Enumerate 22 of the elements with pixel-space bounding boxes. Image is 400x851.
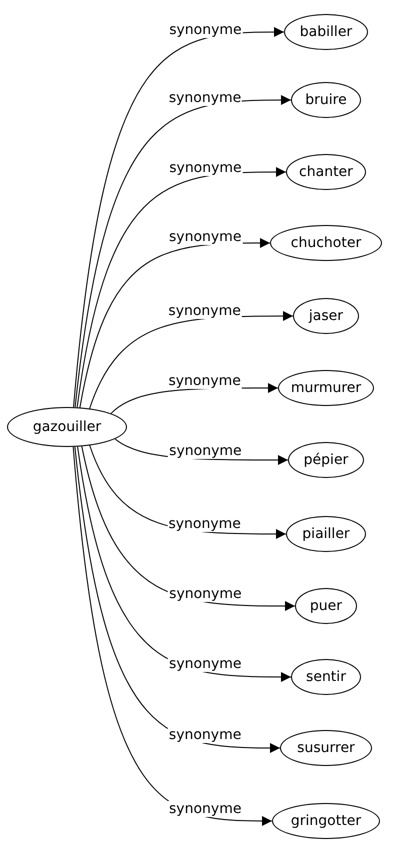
edge-label: synonyme [168,800,242,817]
arrow [74,95,292,408]
ellipse-node: babiller [284,14,368,50]
edge-label: synonyme [168,656,242,672]
ellipse-node: susurrer [280,730,372,766]
ellipse-node: bruire [291,82,361,118]
ellipse-node: puer [295,588,357,624]
arrow [77,446,292,682]
arrow [73,27,284,408]
ellipse-node: chuchoter [270,225,382,261]
arrow [76,167,286,408]
arrow [72,446,272,826]
ellipse-node: chanter [286,154,366,190]
ellipse-node: pépier [288,442,364,478]
ellipse-node: gazouiller [7,407,127,447]
ellipse-node: piailler [286,516,366,552]
edge-label: synonyme [168,727,242,744]
ellipse-node: jaser [293,298,359,334]
arrow [74,446,280,753]
ellipse-node: gringotter [272,803,380,839]
ellipse-node: murmurer [278,370,374,406]
ellipse-node: sentir [291,659,361,695]
